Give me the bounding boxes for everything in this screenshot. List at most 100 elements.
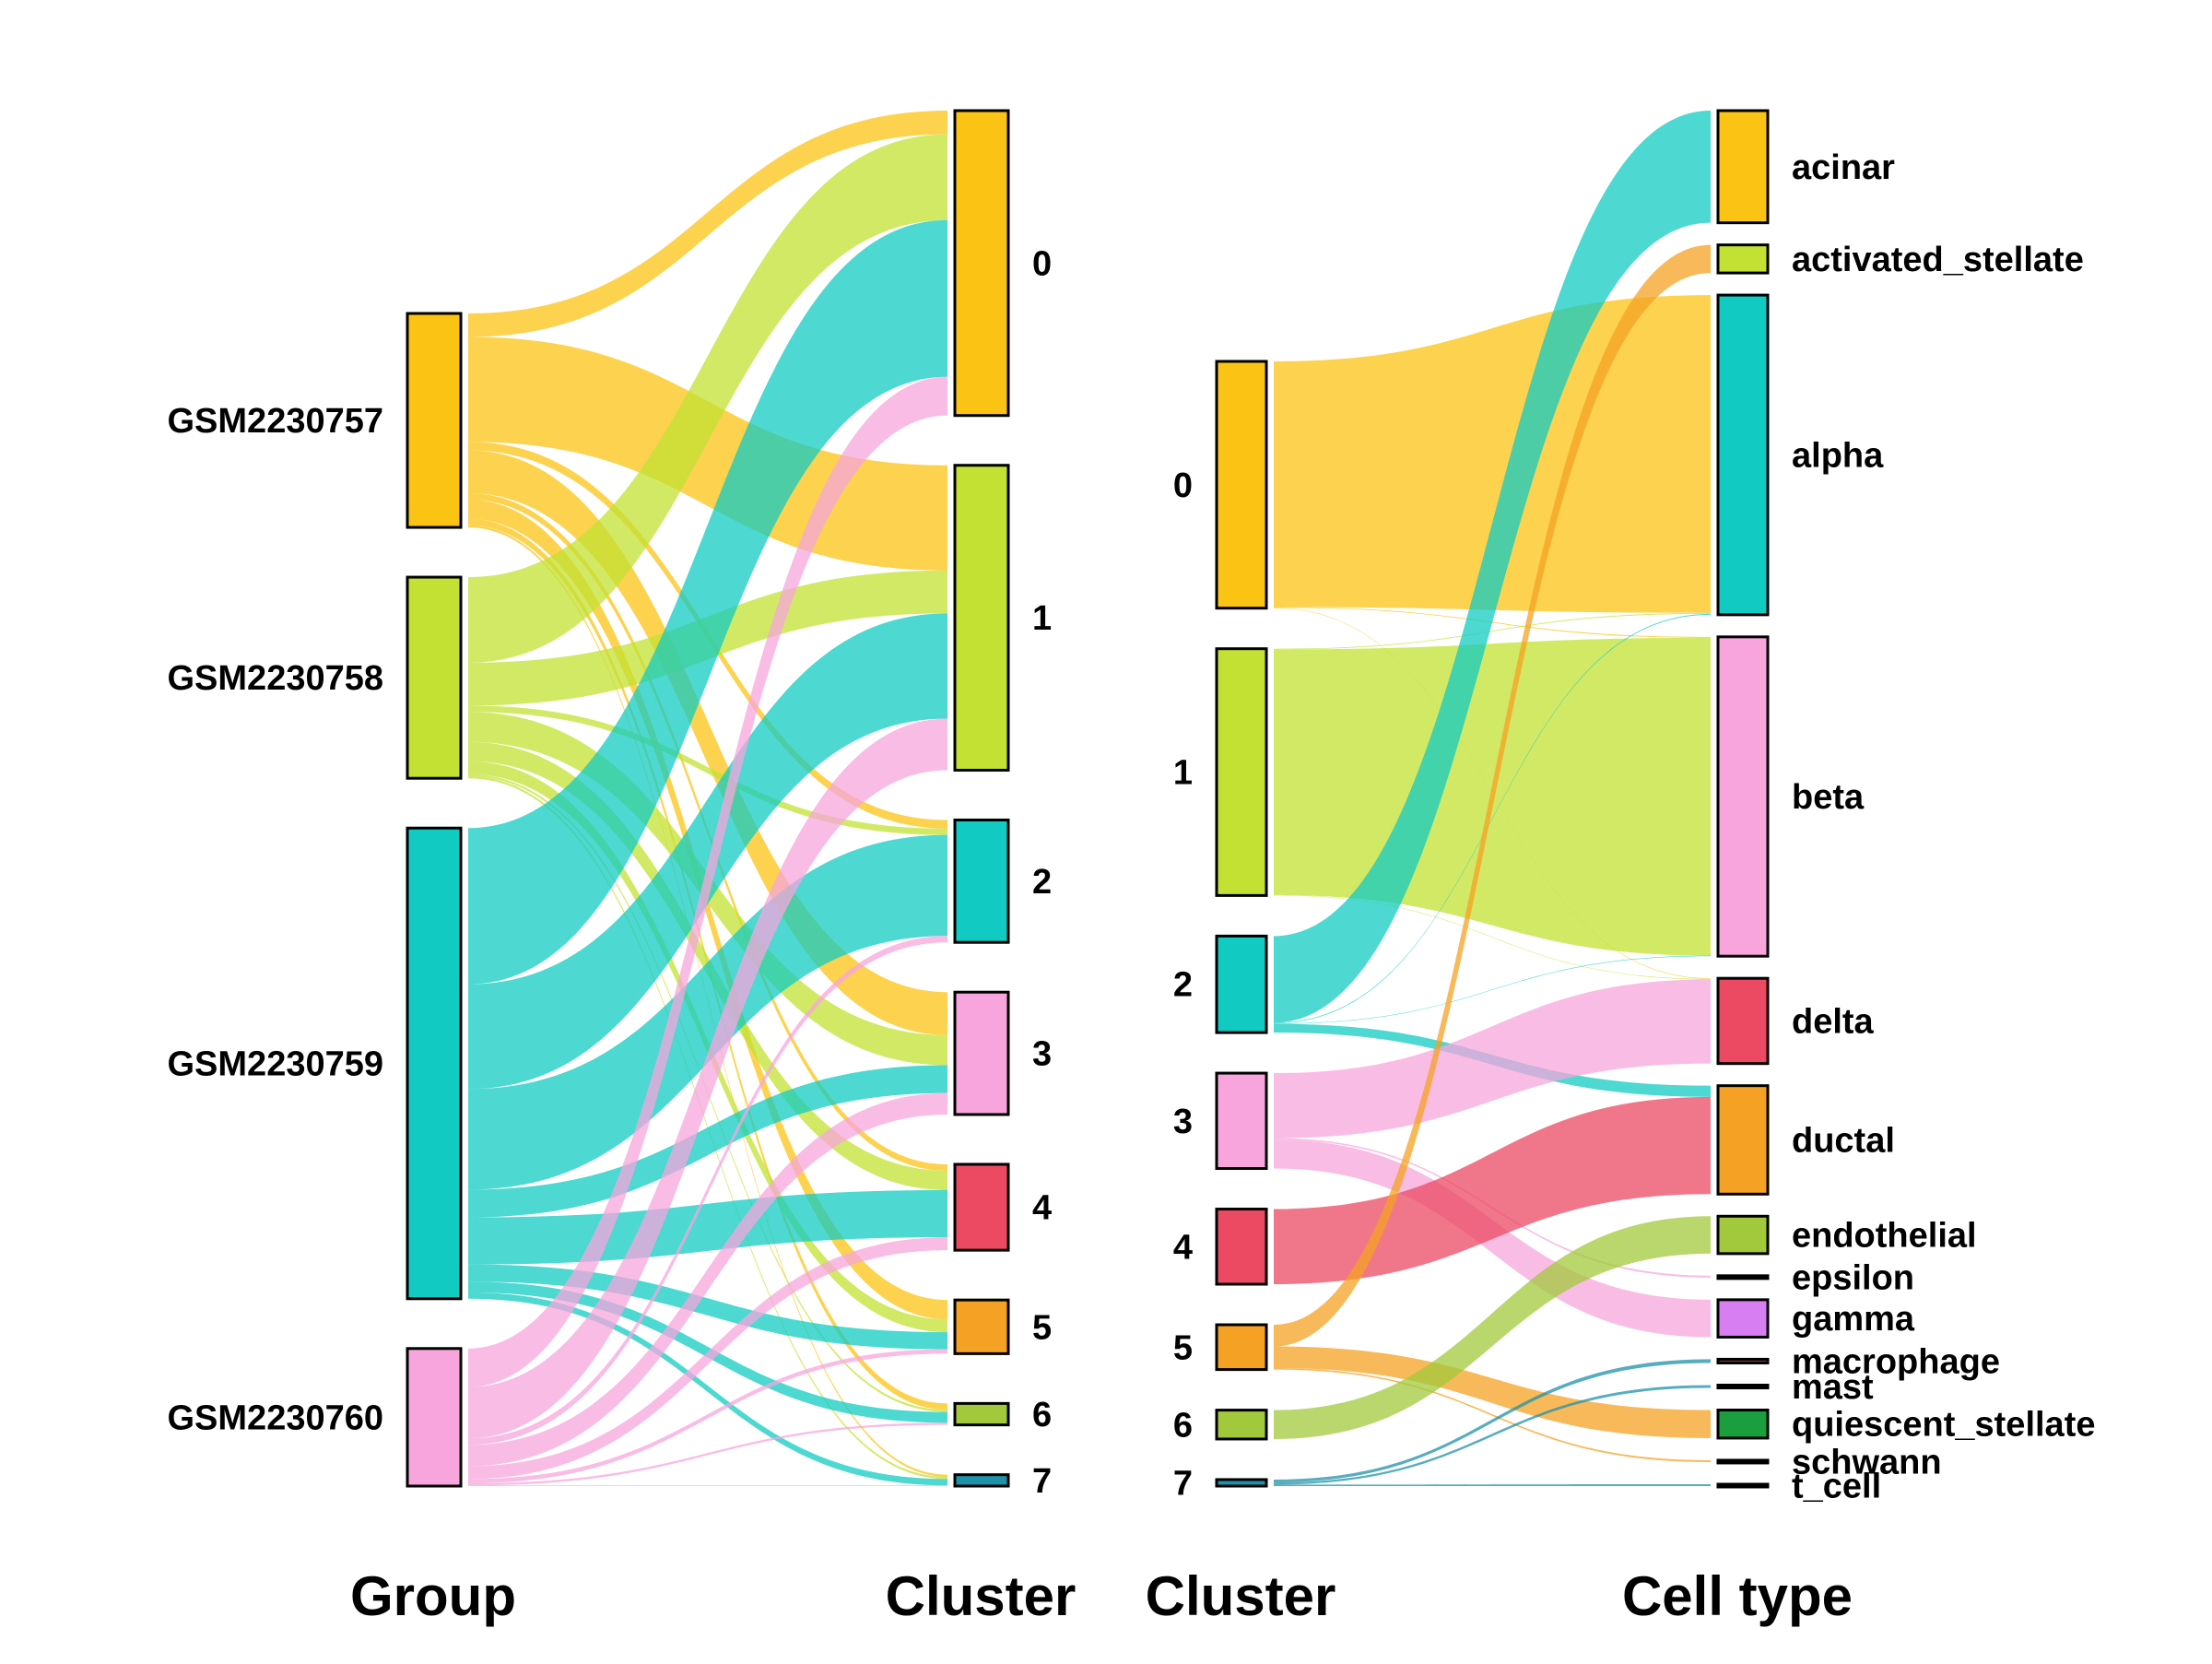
- sankey-2-right-node-epsilon: [1716, 1274, 1770, 1280]
- sankey-2-left-label-3: 3: [1173, 1103, 1193, 1141]
- sankey-1-right-node-6: [953, 1401, 1010, 1427]
- sankey-2-left-axis-label: Cluster: [1146, 1565, 1336, 1627]
- sankey-2-left-label-2: 2: [1173, 966, 1193, 1005]
- sankey-2-right-node-schwann: [1716, 1458, 1770, 1465]
- sankey-1-flow-gsm2230757-to-0: [468, 111, 947, 337]
- sankey-2-flow-1-to-alpha: [1274, 612, 1711, 650]
- sankey-1-left-label-gsm2230758: GSM2230758: [168, 659, 384, 698]
- sankey-1-left-node-gsm2230757: [406, 312, 463, 529]
- sankey-1-left-label-gsm2230760: GSM2230760: [168, 1398, 384, 1437]
- sankey-1-flow-gsm2230760-to-0: [468, 376, 947, 1387]
- sankey-2-flow-7-to-macrophage: [1274, 1359, 1711, 1483]
- sankey-1-left-node-gsm2230758: [406, 575, 463, 780]
- sankey-2-flow-1-to-delta: [1274, 894, 1711, 980]
- sankey-2-right-node-alpha: [1716, 293, 1770, 617]
- sankey-2-left-label-7: 7: [1173, 1464, 1193, 1503]
- sankey-2-right-label-quiescent-stellate: quiescent_stellate: [1792, 1406, 2095, 1445]
- sankey-2-left-node-0: [1215, 360, 1268, 610]
- sankey-1-right-node-2: [953, 818, 1010, 944]
- sankey-2-right-axis-label: Cell type: [1622, 1565, 1853, 1627]
- sankey-1-flow-gsm2230759-to-2: [468, 834, 947, 1190]
- sankey-2-right-node-endothelial: [1716, 1214, 1770, 1256]
- sankey-1-flow-gsm2230760-to-5: [468, 1349, 947, 1483]
- sankey-1-right-label-4: 4: [1032, 1189, 1052, 1228]
- sankey-2-left-node-5: [1215, 1323, 1268, 1372]
- sankey-1-right-label-2: 2: [1032, 863, 1052, 902]
- sankey-1-flow-gsm2230759-to-5: [468, 1264, 947, 1350]
- sankey-2-flow-5-to-quiescent-stellate: [1274, 1346, 1711, 1438]
- sankey-1-right-label-0: 0: [1032, 244, 1052, 283]
- sankey-1-flow-gsm2230759-to-3: [468, 1065, 947, 1218]
- sankey-2-flow-2-to-acinar: [1274, 111, 1711, 1023]
- sankey-2-flow-6-to-endothelial: [1274, 1216, 1711, 1439]
- sankey-2-flows: [1274, 111, 1711, 1486]
- sankey-2-right-node-t-cell: [1716, 1482, 1770, 1489]
- sankey-2-flow-4-to-ductal: [1274, 1096, 1711, 1285]
- sankey-2-left-node-6: [1215, 1409, 1268, 1441]
- sankey-2-left-label-6: 6: [1173, 1406, 1193, 1445]
- sankey-2-right-label-acinar: acinar: [1792, 148, 1895, 187]
- sankey-2-nodes: 01234567acinaractivated_stellatealphabet…: [1173, 109, 2095, 1505]
- sankey-1-right-node-3: [953, 990, 1010, 1116]
- sankey-1-left-label-gsm2230757: GSM2230757: [168, 402, 384, 441]
- sankey-1-flows: [468, 111, 947, 1486]
- sankey-1-flow-gsm2230760-to-7: [468, 1485, 947, 1486]
- sankey-1-right-node-0: [953, 109, 1010, 418]
- sankey-1-flow-gsm2230758-to-2: [468, 705, 947, 835]
- sankey-2-right-label-mast: mast: [1792, 1368, 1874, 1407]
- sankey-2-right-label-epsilon: epsilon: [1792, 1258, 1914, 1297]
- sankey-2-left-label-1: 1: [1173, 754, 1193, 793]
- sankey-2-right-node-beta: [1716, 635, 1770, 958]
- sankey-2-right-node-gamma: [1716, 1298, 1770, 1339]
- sankey-2-flow-2-to-alpha: [1274, 613, 1711, 1024]
- sankey-2-right-label-endothelial: endothelial: [1792, 1217, 1977, 1256]
- sankey-1-flow-gsm2230758-to-0: [468, 134, 947, 663]
- sankey-1-flow-gsm2230757-to-3: [468, 450, 947, 1035]
- sankey-2-right-label-gamma: gamma: [1792, 1300, 1915, 1339]
- sankey-2-right-node-ductal: [1716, 1084, 1770, 1196]
- sankey-2-right-label-activated-stellate: activated_stellate: [1792, 241, 2084, 279]
- sankey-1-flow-gsm2230760-to-3: [468, 1092, 947, 1467]
- sankey-1-flow-gsm2230759-to-0: [468, 219, 947, 985]
- sankey-1-flow-gsm2230759-to-1: [468, 613, 947, 1090]
- sankey-2-right-label-beta: beta: [1792, 778, 1865, 817]
- sankey-2-right-label-schwann: schwann: [1792, 1443, 1942, 1481]
- sankey-1-right-node-1: [953, 464, 1010, 772]
- sankey-1-right-label-6: 6: [1032, 1396, 1052, 1434]
- sankey-1-right-axis-label: Cluster: [886, 1565, 1077, 1627]
- sankey-1-right-node-4: [953, 1162, 1010, 1252]
- sankey-1-flow-gsm2230760-to-1: [468, 718, 947, 1439]
- sankey-1-flow-gsm2230759-to-7: [468, 1292, 947, 1486]
- sankey-2-flow-2-to-beta: [1274, 955, 1711, 1024]
- sankey-2-right-node-mast: [1716, 1383, 1770, 1390]
- sankey-1-flow-gsm2230760-to-4: [468, 1237, 947, 1480]
- sankey-2-right-label-ductal: ductal: [1792, 1121, 1895, 1160]
- sankey-1-flow-gsm2230757-to-5: [468, 499, 947, 1320]
- sankey-1-right-node-7: [953, 1473, 1010, 1488]
- sankey-2-left-node-7: [1215, 1478, 1268, 1488]
- sankey-2-right-label-delta: delta: [1792, 1002, 1875, 1041]
- sankey-2-right-node-delta: [1716, 976, 1770, 1066]
- sankey-1-right-label-1: 1: [1032, 599, 1052, 638]
- sankey-1-right-label-3: 3: [1032, 1035, 1052, 1074]
- sankey-2-right-node-macrophage: [1716, 1357, 1770, 1364]
- sankey-2-flow-3-to-delta: [1274, 979, 1711, 1139]
- sankey-1-left-node-gsm2230760: [406, 1347, 463, 1488]
- sankey-1-right-label-7: 7: [1032, 1462, 1052, 1501]
- sankey-2-left-node-3: [1215, 1071, 1268, 1171]
- sankey-1-right-label-5: 5: [1032, 1308, 1052, 1347]
- sankey-1-flow-gsm2230760-to-6: [468, 1422, 947, 1486]
- sankey-2-left-node-4: [1215, 1208, 1268, 1286]
- sankey-2-right-label-alpha: alpha: [1792, 436, 1884, 475]
- sankey-2-right-node-activated-stellate: [1716, 243, 1770, 275]
- sankey-2-right-node-quiescent-stellate: [1716, 1409, 1770, 1440]
- sankey-2-flow-7-to-t-cell: [1274, 1483, 1711, 1486]
- sankey-1-right-node-5: [953, 1298, 1010, 1355]
- sankey-2-left-label-0: 0: [1173, 466, 1193, 505]
- sankey-2-left-node-2: [1215, 934, 1268, 1034]
- sankey-2-right-label-t-cell: t_cell: [1792, 1467, 1881, 1505]
- sankey-2-left-node-1: [1215, 647, 1268, 897]
- sankey-1-flow-gsm2230760-to-2: [468, 936, 947, 1446]
- sankey-2-flow-5-to-schwann: [1274, 1368, 1711, 1462]
